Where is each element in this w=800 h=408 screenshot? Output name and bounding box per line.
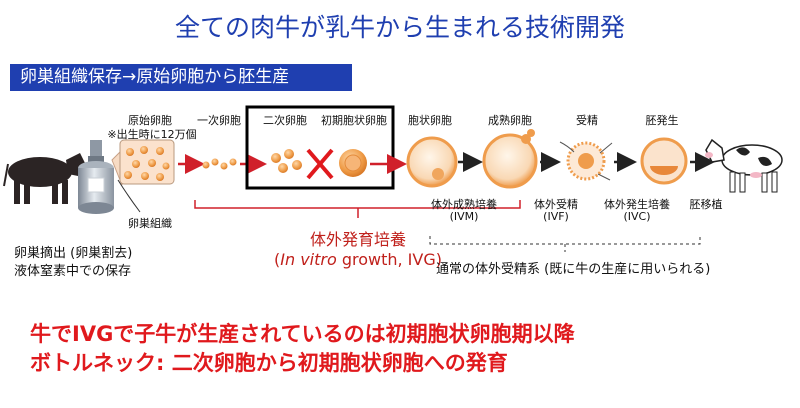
collection-line1: 卵巣摘出 (卵巣割去) [14,246,133,261]
label-embryo: 胚発生 [645,114,679,127]
label-primordial: 原始卵胞 [128,114,172,127]
label-transfer: 胚移植 [689,198,723,211]
label-fertilization: 受精 [576,114,598,127]
ovary-tissue-callout [111,139,175,213]
section-banner: 卵巣組織保存→原始卵胞から胚生産 [10,64,352,91]
label-primary: 一次卵胞 [197,114,241,127]
label-early-antral: 初期胞状卵胞 [321,114,387,127]
embryo-icon [640,137,688,185]
secondary-follicles [271,149,302,173]
conclusion-line2: ボトルネック: 二次卵胞から初期胞状卵胞への発育 [30,351,508,375]
ivg-title: 体外発育培養 [309,230,406,249]
conventional-caption: 通常の体外受精系 (既に牛の生産に用いられる) [436,262,711,277]
ivg-subtitle: (In vitro growth, IVG) [274,250,442,269]
label-ivm-1: 体外成熟培養 [431,198,497,211]
label-primordial-note: ※出生時に12万個 [107,128,197,141]
liquid-nitrogen-tank-icon [78,140,114,214]
fertilization-icon [559,141,613,181]
page-title: 全ての肉牛が乳牛から生まれる技術開発 [174,13,625,42]
label-mature: 成熟卵胞 [488,114,532,127]
conclusion-line1: 牛でIVGで子牛が生産されているのは初期胞状卵胞期以降 [30,322,575,346]
label-ivc-2: (IVC) [623,210,651,223]
cross-mark-icon [306,148,334,180]
early-antral-follicle [339,149,367,177]
label-ivf-2: (IVF) [543,210,569,223]
conventional-bracket [429,236,701,245]
primary-follicles [202,158,237,170]
collection-line2: 液体窒素中での保存 [14,264,132,279]
mature-follicle [482,129,538,189]
holstein-cow-icon [705,138,783,193]
antral-follicle [406,136,458,188]
label-ivc-1: 体外発生培養 [604,198,670,211]
label-ivm-2: (IVM) [449,210,479,223]
label-antral: 胞状卵胞 [408,114,452,127]
label-ivf-1: 体外受精 [534,198,578,211]
black-cow-icon [3,153,86,204]
label-ovary-tissue: 卵巣組織 [128,217,172,230]
bottleneck-box [245,105,395,190]
label-secondary: 二次卵胞 [263,114,307,127]
